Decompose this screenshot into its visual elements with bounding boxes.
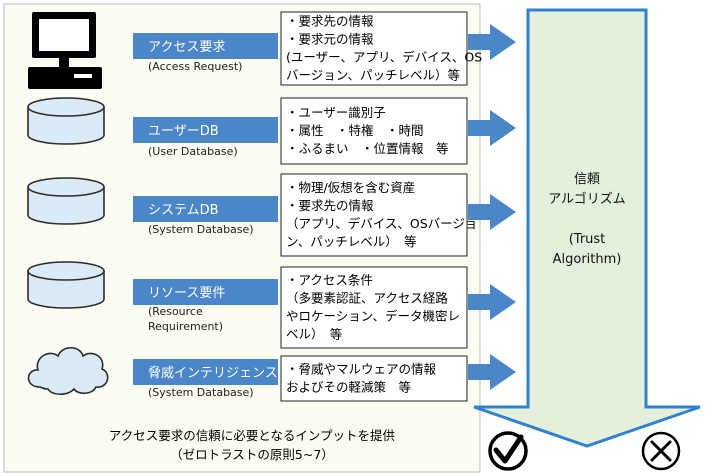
check-circle-icon — [488, 431, 528, 471]
text-line: (User Database) — [148, 145, 238, 158]
text-line: 信頼 — [574, 172, 600, 187]
input-row: 脅威インテリジェンス (System Database) ・脅威やマルウェアの情報お… — [27, 346, 516, 402]
text-line: Requirement) — [148, 320, 223, 333]
info-text: ・物理/仮想を含む資産・要求先の情報 （アプリ、デバイス、OSバージョン、パッチレ… — [286, 180, 477, 249]
flow-arrow — [468, 354, 516, 390]
text-line: やロケーション、データ機密レ — [286, 309, 460, 324]
flow-arrow — [468, 284, 516, 320]
text-line: ・要求先の情報 — [286, 14, 374, 29]
source-label-bar — [133, 196, 278, 222]
text-line: ・ユーザー識別子 — [286, 105, 386, 120]
text-line: (System Database) — [148, 386, 254, 399]
text-line: (ユーザー、アプリ、デバイス、OS — [286, 50, 482, 65]
text-line: ・アクセス条件 — [286, 273, 373, 288]
text-line: ・要求先の情報 — [286, 198, 374, 213]
cloud-icon — [27, 346, 109, 396]
database-icon — [27, 177, 105, 225]
source-subtitle: (System Database) — [148, 223, 254, 236]
info-box — [280, 173, 468, 257]
text-line: ・属性 ・特権 ・時間 — [286, 123, 424, 138]
info-text: ・要求先の情報・要求元の情報 (ユーザー、アプリ、デバイス、OS バージョン、パッチ… — [286, 14, 482, 83]
source-title: アクセス要求 — [148, 40, 225, 55]
text-line: ・物理/仮想を含む資産 — [286, 180, 415, 195]
source-subtitle: (System Database) — [148, 386, 254, 399]
panel-caption: アクセス要求の信頼に必要となるインプットを提供 （ゼロトラストの原則5~7） — [109, 428, 395, 462]
source-label-bar — [133, 117, 278, 143]
text-line: バージョン、パッチレベル）等 — [286, 68, 460, 83]
source-title: 脅威インテリジェンス — [148, 366, 278, 381]
text-line: アルゴリズム — [548, 191, 626, 207]
text-line: （アプリ、デバイス、OSバージョ — [286, 216, 477, 231]
input-row: アクセス要求 (Access Request) ・要求先の情報・要求元の情報 (ユーザ… — [28, 11, 516, 89]
text-line: アクセス要求の信頼に必要となるインプットを提供 — [109, 428, 395, 443]
text-line: (Resource — [148, 305, 203, 318]
source-title: システムDB — [148, 203, 219, 218]
trust-algorithm-arrow — [473, 8, 701, 448]
info-text: ・脅威やマルウェアの情報およびその軽減策 等 — [286, 362, 437, 395]
computer-icon — [28, 12, 102, 89]
info-text: ・アクセス条件 （多要素認証、アクセス経路やロケーション、データ機密レベル） 等 — [286, 273, 460, 342]
source-subtitle: (Access Request) — [148, 60, 242, 73]
flow-arrow — [468, 194, 516, 230]
text-line: ・要求元の情報 — [286, 32, 374, 47]
source-title: ユーザーDB — [148, 124, 219, 139]
info-box — [280, 11, 468, 86]
input-row: システムDB (System Database) ・物理/仮想を含む資産・要求先の情… — [27, 173, 516, 257]
text-line: （ゼロトラストの原則5~7） — [170, 447, 334, 462]
flow-arrow — [468, 110, 516, 146]
database-icon — [27, 97, 105, 145]
text-line: (Trust — [569, 232, 606, 247]
text-line: およびその軽減策 等 — [286, 380, 411, 395]
text-line: ・脅威やマルウェアの情報 — [286, 362, 437, 377]
text-line: ン、パッチレベル） 等 — [286, 234, 417, 249]
flow-arrow — [468, 24, 516, 60]
info-box — [280, 355, 468, 402]
source-label-bar — [133, 359, 278, 385]
source-label-bar — [133, 279, 278, 305]
info-box — [280, 266, 468, 349]
text-line: Algorithm) — [553, 252, 622, 267]
text-line: ベル） 等 — [286, 327, 342, 342]
database-icon — [27, 261, 105, 309]
text-line: ・ふるまい ・位置情報 等 — [286, 141, 449, 156]
text-line: (System Database) — [148, 223, 254, 236]
input-row: ユーザーDB (User Database) ・ユーザー識別子・属性 ・特権 ・時間… — [27, 97, 516, 165]
text-line: (Access Request) — [148, 60, 242, 73]
info-text: ・ユーザー識別子・属性 ・特権 ・時間・ふるまい ・位置情報 等 — [286, 105, 449, 156]
cross-circle-icon — [641, 431, 681, 471]
source-label-bar — [133, 33, 278, 59]
source-title: リソース要件 — [148, 286, 225, 301]
source-subtitle: (User Database) — [148, 145, 238, 158]
text-line: （多要素認証、アクセス経路 — [286, 291, 448, 306]
info-box — [280, 97, 468, 165]
